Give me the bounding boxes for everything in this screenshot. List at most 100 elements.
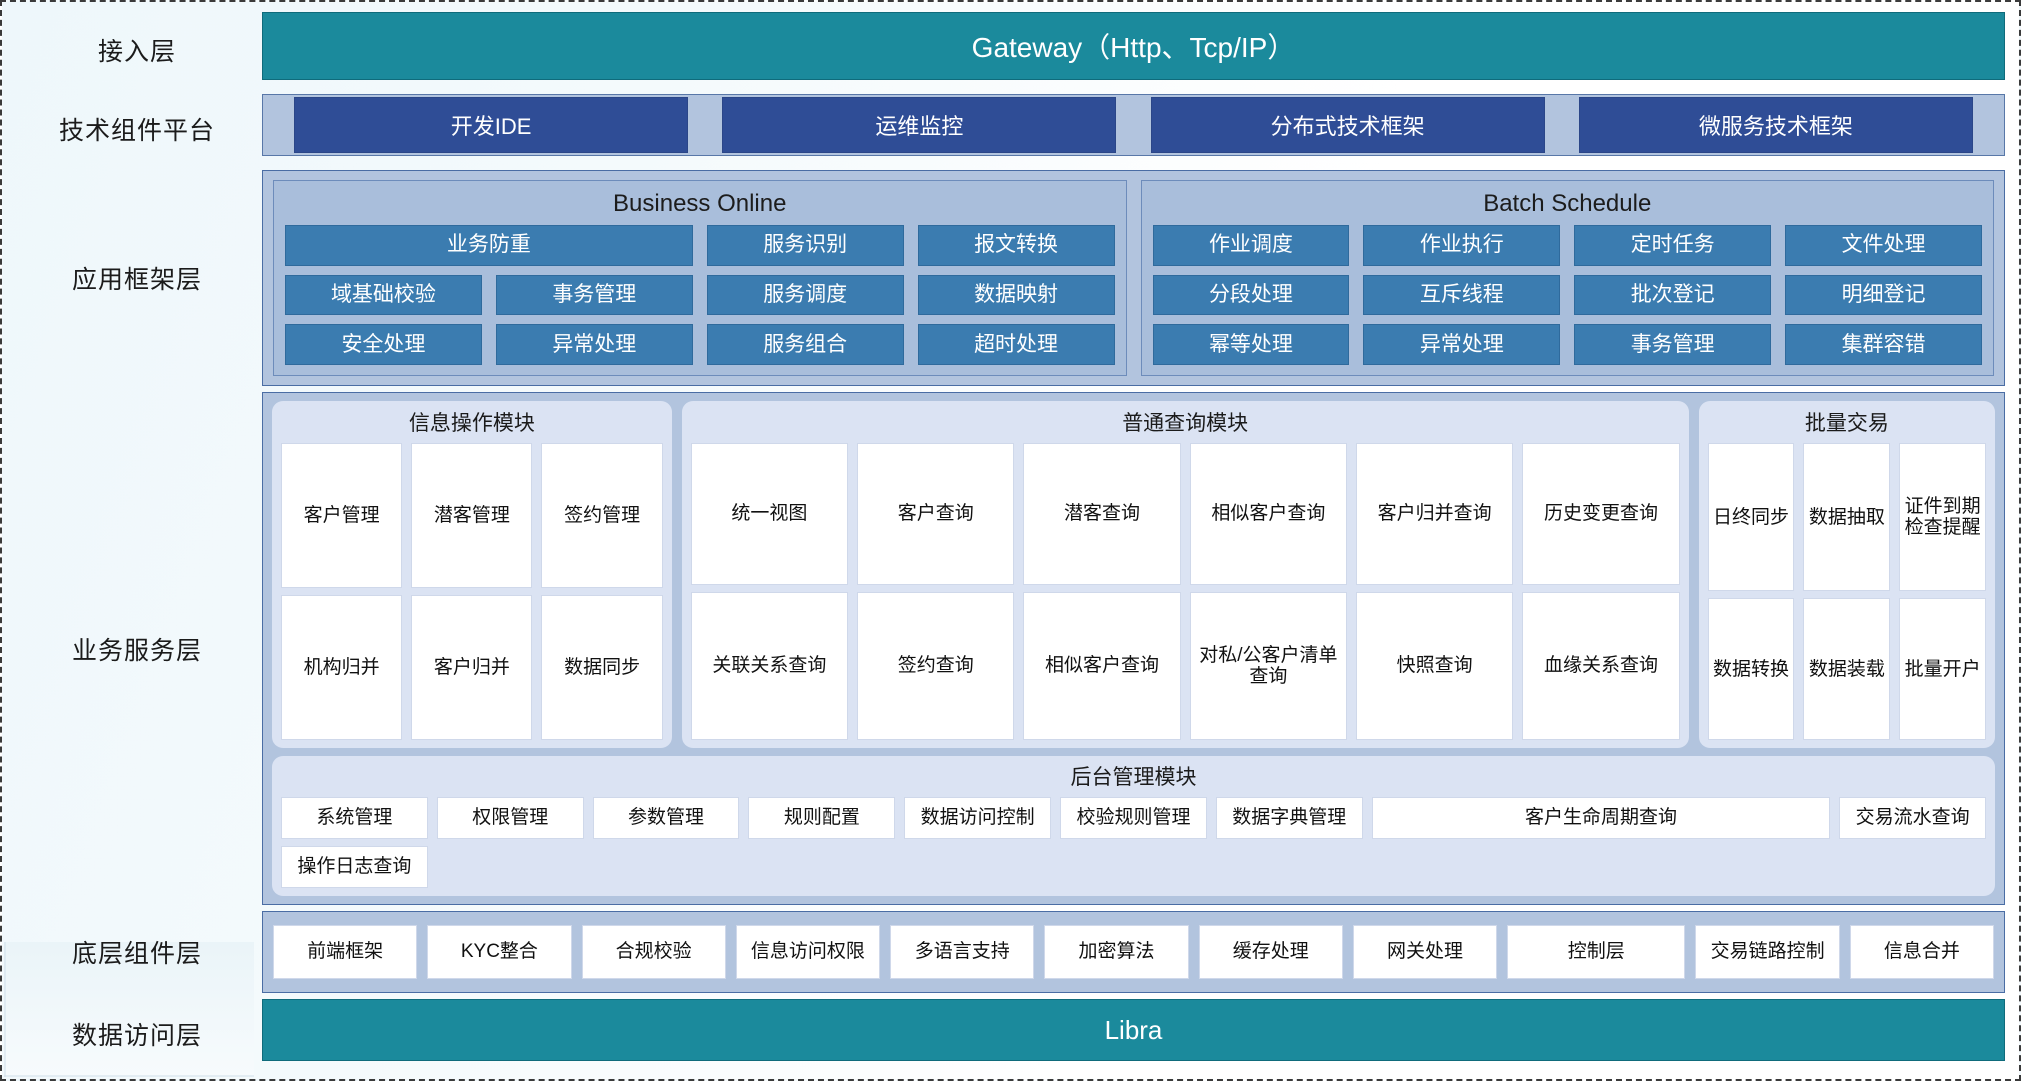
af-cell-security-handling[interactable]: 安全处理 [285, 324, 482, 365]
module-grid-general-query: 统一视图 客户查询 潜客查询 相似客户查询 客户归并查询 历史变更查询 关联关系… [690, 443, 1680, 740]
cell-validation-rule-mgmt[interactable]: 校验规则管理 [1060, 797, 1207, 839]
cell-prospect-query[interactable]: 潜客查询 [1023, 443, 1181, 585]
comp-cell-info-access-permission[interactable]: 信息访问权限 [735, 925, 881, 979]
comp-cell-info-merge[interactable]: 信息合并 [1849, 925, 1994, 979]
gateway-bar: Gateway（Http、Tcp/IP） [262, 12, 2005, 80]
module-title-batch-transaction: 批量交易 [1804, 412, 1889, 435]
cell-data-load[interactable]: 数据装载 [1803, 598, 1891, 740]
af-cell-job-schedule[interactable]: 作业调度 [1152, 225, 1350, 266]
cell-system-mgmt[interactable]: 系统管理 [281, 797, 428, 839]
cell-data-transform[interactable]: 数据转换 [1707, 598, 1795, 740]
cell-relation-query[interactable]: 关联关系查询 [690, 591, 849, 740]
comp-cell-encryption-algorithm[interactable]: 加密算法 [1044, 925, 1189, 979]
cell-data-sync[interactable]: 数据同步 [541, 595, 663, 740]
comp-cell-transaction-chain-control[interactable]: 交易链路控制 [1695, 925, 1840, 979]
layer-body-data-access: Libra [262, 999, 2005, 1069]
grid-business-online: 业务防重 服务识别 报文转换 域基础校验 事务管理 服务调度 数据映射 安全处理… [285, 225, 1115, 365]
af-cell-data-mapping[interactable]: 数据映射 [917, 274, 1115, 316]
af-cell-mutex-thread[interactable]: 互斥线程 [1363, 274, 1561, 316]
module-title-info-operation: 信息操作模块 [408, 412, 535, 435]
cell-customer-query[interactable]: 客户查询 [857, 443, 1015, 585]
cell-customer-merge-query[interactable]: 客户归并查询 [1356, 443, 1514, 585]
layer-stack: 接入层 Gateway（Http、Tcp/IP） 技术组件平台 开发IDE 运维… [12, 12, 2005, 1069]
cell-similar-customer-query[interactable]: 相似客户查询 [1189, 443, 1348, 585]
comp-cell-kyc-integration[interactable]: KYC整合 [427, 925, 572, 979]
af-cell-transaction-mgmt[interactable]: 事务管理 [495, 274, 693, 316]
layer-row-business-service: 业务服务层 信息操作模块 客户管理 潜客管理 签约管理 机构归并 客户归并 数据… [12, 392, 2005, 905]
layer-body-app-framework: Business Online 业务防重 服务识别 报文转换 域基础校验 事务管… [262, 170, 2005, 386]
cell-data-access-control[interactable]: 数据访问控制 [904, 797, 1052, 839]
comp-cell-gateway-handling[interactable]: 网关处理 [1352, 925, 1498, 979]
panel-title-batch-schedule: Batch Schedule [1483, 190, 1652, 217]
af-cell-domain-validation[interactable]: 域基础校验 [285, 274, 482, 316]
layer-row-component: 底层组件层 前端框架 KYC整合 合规校验 信息访问权限 多语言支持 加密算法 … [12, 911, 2005, 993]
af-cell-detail-register[interactable]: 明细登记 [1785, 274, 1982, 316]
cell-batch-account-open[interactable]: 批量开户 [1899, 598, 1986, 740]
cell-customer-merge[interactable]: 客户归并 [411, 595, 533, 740]
cell-permission-mgmt[interactable]: 权限管理 [436, 797, 584, 839]
af-cell-job-execute[interactable]: 作业执行 [1363, 225, 1561, 266]
cell-unified-view[interactable]: 统一视图 [690, 443, 849, 585]
af-cell-exception-handling[interactable]: 异常处理 [495, 324, 693, 365]
module-general-query: 普通查询模块 统一视图 客户查询 潜客查询 相似客户查询 客户归并查询 历史变更… [681, 401, 1689, 748]
cell-prospect-mgmt[interactable]: 潜客管理 [411, 443, 533, 588]
af-cell-timeout-handling[interactable]: 超时处理 [917, 324, 1115, 365]
cell-org-merge[interactable]: 机构归并 [281, 595, 403, 740]
af-cell-message-transform[interactable]: 报文转换 [917, 225, 1115, 266]
cell-private-corporate-list-query[interactable]: 对私/公客户清单查询 [1189, 591, 1348, 740]
cell-data-dictionary-mgmt[interactable]: 数据字典管理 [1215, 797, 1363, 839]
module-info-operation: 信息操作模块 客户管理 潜客管理 签约管理 机构归并 客户归并 数据同步 [272, 401, 672, 748]
comp-cell-compliance-check[interactable]: 合规校验 [581, 925, 726, 979]
panel-batch-schedule: Batch Schedule 作业调度 作业执行 定时任务 文件处理 分段处理 … [1140, 180, 1994, 376]
cell-id-expiry-reminder[interactable]: 证件到期检查提醒 [1899, 443, 1986, 592]
cell-eod-sync[interactable]: 日终同步 [1707, 443, 1795, 592]
af-cell-batch-register[interactable]: 批次登记 [1574, 274, 1772, 316]
cell-similar-customer-query-2[interactable]: 相似客户查询 [1023, 591, 1181, 740]
cell-contract-mgmt[interactable]: 签约管理 [541, 443, 663, 588]
libra-bar: Libra [262, 999, 2005, 1061]
tech-chip-ide[interactable]: 开发IDE [294, 97, 689, 153]
cell-rule-config[interactable]: 规则配置 [748, 797, 896, 839]
tech-chip-microservice-framework[interactable]: 微服务技术框架 [1578, 97, 1973, 153]
tech-chip-ops-monitor[interactable]: 运维监控 [722, 97, 1117, 153]
module-grid-batch-transaction: 日终同步 数据抽取 证件到期检查提醒 数据转换 数据装载 批量开户 [1707, 443, 1986, 740]
af-cell-segment-processing[interactable]: 分段处理 [1152, 274, 1350, 316]
af-cell-batch-exception-handling[interactable]: 异常处理 [1363, 324, 1561, 365]
af-cell-service-dispatch[interactable]: 服务调度 [706, 274, 904, 316]
module-grid-info-operation: 客户管理 潜客管理 签约管理 机构归并 客户归并 数据同步 [281, 443, 663, 740]
af-cell-service-identify[interactable]: 服务识别 [706, 225, 904, 266]
cell-lineage-query[interactable]: 血缘关系查询 [1522, 591, 1680, 740]
af-cell-batch-transaction-mgmt[interactable]: 事务管理 [1574, 324, 1772, 365]
cell-parameter-mgmt[interactable]: 参数管理 [592, 797, 740, 839]
comp-cell-control-layer[interactable]: 控制层 [1507, 925, 1686, 979]
layer-body-access: Gateway（Http、Tcp/IP） [262, 12, 2005, 88]
layer-row-data-access: 数据访问层 Libra [12, 999, 2005, 1069]
af-cell-cluster-fault-tolerance[interactable]: 集群容错 [1785, 324, 1982, 365]
cell-history-change-query[interactable]: 历史变更查询 [1522, 443, 1680, 585]
layer-label-access: 接入层 [97, 38, 176, 66]
grid-batch-schedule: 作业调度 作业执行 定时任务 文件处理 分段处理 互斥线程 批次登记 明细登记 … [1152, 225, 1982, 365]
tech-chip-distributed-framework[interactable]: 分布式技术框架 [1150, 97, 1545, 153]
comp-cell-multilanguage-support[interactable]: 多语言支持 [890, 925, 1035, 979]
cell-transaction-flow-query[interactable]: 交易流水查询 [1839, 797, 1986, 839]
af-cell-timed-task[interactable]: 定时任务 [1574, 225, 1772, 266]
module-title-general-query: 普通查询模块 [1122, 412, 1249, 435]
cell-customer-lifecycle-query[interactable]: 客户生命周期查询 [1371, 797, 1831, 839]
layer-label-app-framework: 应用框架层 [71, 266, 202, 294]
business-service-band: 信息操作模块 客户管理 潜客管理 签约管理 机构归并 客户归并 数据同步 普通查… [262, 392, 2005, 905]
cell-snapshot-query[interactable]: 快照查询 [1356, 591, 1514, 740]
module-title-backend-admin: 后台管理模块 [1070, 766, 1197, 789]
af-cell-idempotent-handling[interactable]: 幂等处理 [1152, 324, 1350, 365]
af-cell-service-composition[interactable]: 服务组合 [706, 324, 904, 365]
layer-label-component: 底层组件层 [71, 940, 202, 968]
af-cell-business-dedup[interactable]: 业务防重 [285, 225, 693, 266]
app-framework-band: Business Online 业务防重 服务识别 报文转换 域基础校验 事务管… [262, 170, 2005, 386]
cell-data-extract[interactable]: 数据抽取 [1803, 443, 1891, 592]
panel-business-online: Business Online 业务防重 服务识别 报文转换 域基础校验 事务管… [273, 180, 1127, 376]
cell-operation-log-query[interactable]: 操作日志查询 [281, 846, 428, 888]
comp-cell-frontend-framework[interactable]: 前端框架 [273, 925, 418, 979]
af-cell-file-handling[interactable]: 文件处理 [1785, 225, 1982, 266]
cell-contract-query[interactable]: 签约查询 [857, 591, 1015, 740]
cell-customer-mgmt[interactable]: 客户管理 [281, 443, 403, 588]
comp-cell-cache-handling[interactable]: 缓存处理 [1198, 925, 1343, 979]
